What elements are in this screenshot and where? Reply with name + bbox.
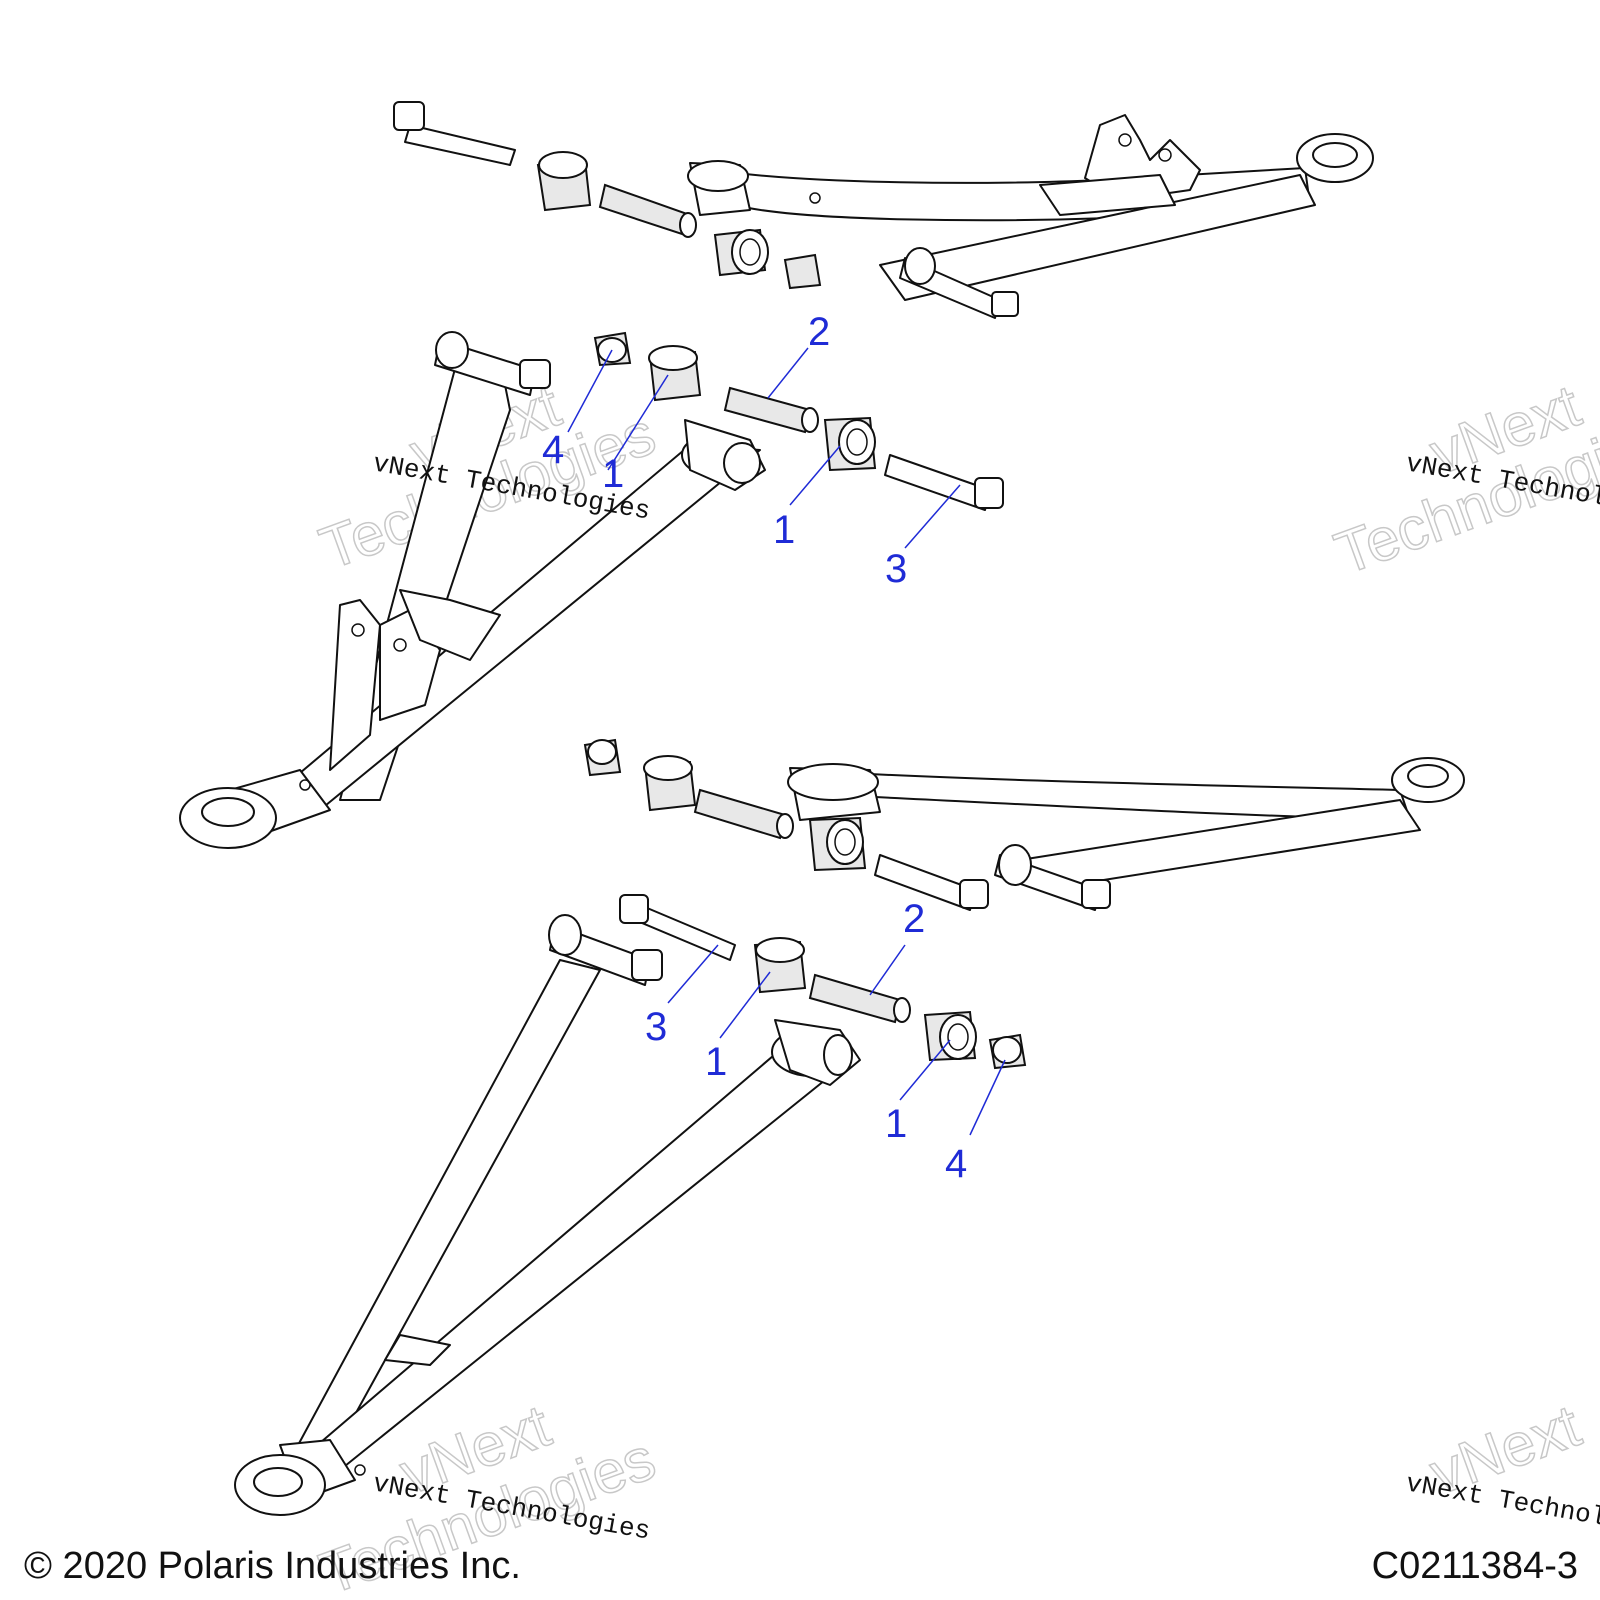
callout-lower-4: 4 <box>945 1142 967 1186</box>
lower-rear-a-arm <box>179 349 766 849</box>
upper-rear-hardware <box>393 101 1019 319</box>
callout-lower-1b: 1 <box>885 1102 907 1146</box>
upper-front-a-arm <box>787 757 1465 891</box>
watermark-group: vNext Technologies vNext Technologies vN… <box>311 371 1600 1600</box>
figure-id: C0211384-3 <box>1371 1545 1578 1587</box>
upper-rear-a-arm <box>687 114 1374 301</box>
callout-lower-1a: 1 <box>705 1040 727 1084</box>
callout-upper-4: 4 <box>542 428 564 472</box>
leader-lines <box>567 347 1006 1136</box>
callout-upper-2: 2 <box>808 310 830 354</box>
copyright-notice: © 2020 Polaris Industries Inc. <box>24 1545 521 1587</box>
lower-front-a-arm <box>234 959 861 1516</box>
upper-front-hardware <box>583 738 1111 911</box>
callout-upper-1a: 1 <box>602 452 624 496</box>
callout-lower-2: 2 <box>903 897 925 941</box>
callout-upper-3: 3 <box>885 547 907 591</box>
callout-labels: 2 4 1 1 3 2 3 1 1 4 <box>542 310 967 1186</box>
callout-upper-1b: 1 <box>773 508 795 552</box>
callout-lower-3: 3 <box>645 1005 667 1049</box>
